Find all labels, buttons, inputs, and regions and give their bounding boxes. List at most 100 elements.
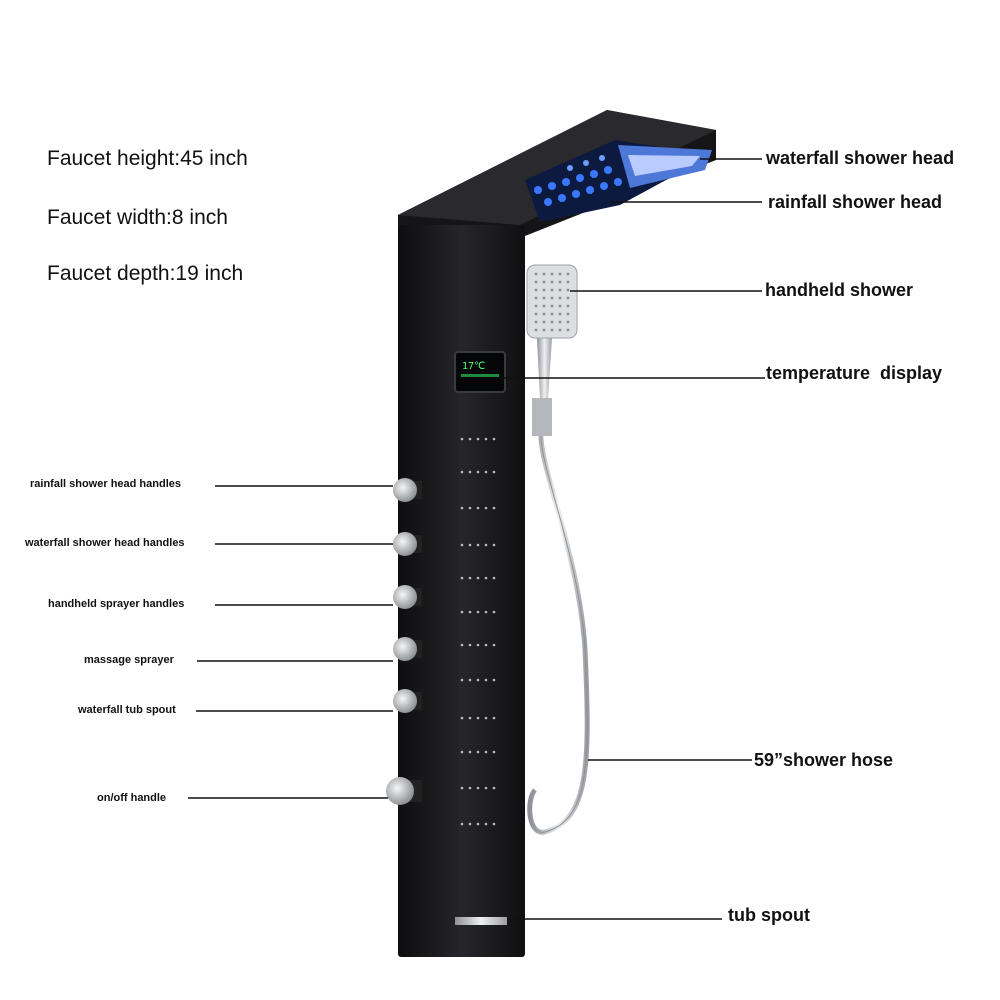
spray-hole xyxy=(558,272,562,276)
jet-nozzle xyxy=(492,576,496,580)
spray-hole xyxy=(566,280,570,284)
shower-panel xyxy=(398,225,525,957)
jet-nozzle xyxy=(460,543,464,547)
jet-nozzle xyxy=(492,750,496,754)
jet-nozzle xyxy=(476,643,480,647)
spray-hole xyxy=(542,320,546,324)
spray-hole xyxy=(558,288,562,292)
jet-nozzle xyxy=(484,437,488,441)
label-tub-spout: tub spout xyxy=(728,905,810,925)
spray-hole xyxy=(558,320,562,324)
jet-nozzle xyxy=(476,610,480,614)
jet-nozzle xyxy=(460,610,464,614)
jet-nozzle xyxy=(484,470,488,474)
spray-hole xyxy=(550,304,554,308)
label-rainfall-handles: rainfall shower head handles xyxy=(30,478,181,490)
tub-spout xyxy=(455,917,507,925)
jet-nozzle xyxy=(492,437,496,441)
jet-nozzle xyxy=(476,576,480,580)
jet-nozzle xyxy=(492,678,496,682)
waterfall-shower-head xyxy=(618,145,712,188)
massage-sprayer-handle[interactable] xyxy=(393,637,422,661)
spray-hole xyxy=(566,320,570,324)
shower-hose xyxy=(527,435,590,835)
jet-nozzle xyxy=(460,470,464,474)
jet-nozzle xyxy=(460,506,464,510)
jet-nozzle xyxy=(476,822,480,826)
jet-nozzle xyxy=(460,822,464,826)
jet-nozzle xyxy=(484,786,488,790)
spray-hole xyxy=(558,280,562,284)
jet-nozzle xyxy=(492,506,496,510)
spray-hole xyxy=(550,320,554,324)
jet-nozzle xyxy=(484,716,488,720)
jet-nozzle xyxy=(460,678,464,682)
jet-nozzle xyxy=(460,576,464,580)
spray-hole xyxy=(534,304,538,308)
jet-nozzle xyxy=(484,678,488,682)
on-off-handle[interactable] xyxy=(386,777,422,805)
label-on-off-handle: on/off handle xyxy=(97,792,167,804)
spray-hole xyxy=(542,312,546,316)
spray-hole xyxy=(550,296,554,300)
jet-nozzle xyxy=(460,437,464,441)
label-massage-sprayer: massage sprayer xyxy=(84,654,174,666)
spray-hole xyxy=(558,312,562,316)
handheld-shower xyxy=(526,264,578,436)
spray-hole xyxy=(550,288,554,292)
jet-nozzle xyxy=(468,678,472,682)
spray-hole xyxy=(534,288,538,292)
spray-hole xyxy=(566,304,570,308)
jet-nozzle xyxy=(460,786,464,790)
spray-hole xyxy=(542,304,546,308)
jet-nozzle xyxy=(492,610,496,614)
waterfall-tub-spout-handle[interactable] xyxy=(393,689,422,713)
spray-hole xyxy=(566,288,570,292)
spray-hole xyxy=(542,280,546,284)
jet-nozzle xyxy=(476,678,480,682)
spray-hole xyxy=(534,296,538,300)
jet-nozzle xyxy=(476,786,480,790)
spray-hole xyxy=(558,328,562,332)
label-waterfall-shower-head: waterfall shower head xyxy=(766,148,955,168)
jet-nozzle xyxy=(468,576,472,580)
waterfall-handle[interactable] xyxy=(393,532,422,556)
jet-nozzle xyxy=(492,643,496,647)
jet-nozzle xyxy=(460,643,464,647)
faucet-depth-spec: Faucet depth:19 inch xyxy=(47,262,244,285)
jet-nozzle xyxy=(468,822,472,826)
shower-hose-edge xyxy=(529,435,588,833)
spray-hole xyxy=(558,304,562,308)
jet-nozzle xyxy=(468,506,472,510)
label-waterfall-tub-spout: waterfall tub spout xyxy=(78,704,176,716)
spray-hole xyxy=(566,296,570,300)
rainfall-handle[interactable] xyxy=(393,478,422,502)
spray-hole xyxy=(534,328,538,332)
spray-hole xyxy=(550,312,554,316)
label-handheld-shower: handheld shower xyxy=(765,280,914,300)
handheld-sprayer-handle[interactable] xyxy=(393,585,422,609)
body-jets xyxy=(460,437,496,826)
temperature-reading: 17℃ xyxy=(462,361,485,372)
jet-nozzle xyxy=(468,437,472,441)
spray-hole xyxy=(542,328,546,332)
spray-hole xyxy=(558,296,562,300)
jet-nozzle xyxy=(460,716,464,720)
spray-hole xyxy=(550,280,554,284)
spray-hole xyxy=(542,272,546,276)
jet-nozzle xyxy=(484,822,488,826)
spray-hole xyxy=(534,272,538,276)
label-shower-hose: 59”shower hose xyxy=(754,750,894,770)
temperature-display xyxy=(454,351,506,393)
jet-nozzle xyxy=(476,437,480,441)
handheld-spray-face xyxy=(534,272,570,332)
jet-nozzle xyxy=(468,750,472,754)
spray-hole xyxy=(534,312,538,316)
jet-nozzle xyxy=(484,506,488,510)
jet-nozzle xyxy=(468,786,472,790)
label-waterfall-handles: waterfall shower head handles xyxy=(25,537,185,549)
jet-nozzle xyxy=(468,643,472,647)
label-sprayer-handles: handheld sprayer handles xyxy=(48,598,185,610)
spray-hole xyxy=(542,288,546,292)
